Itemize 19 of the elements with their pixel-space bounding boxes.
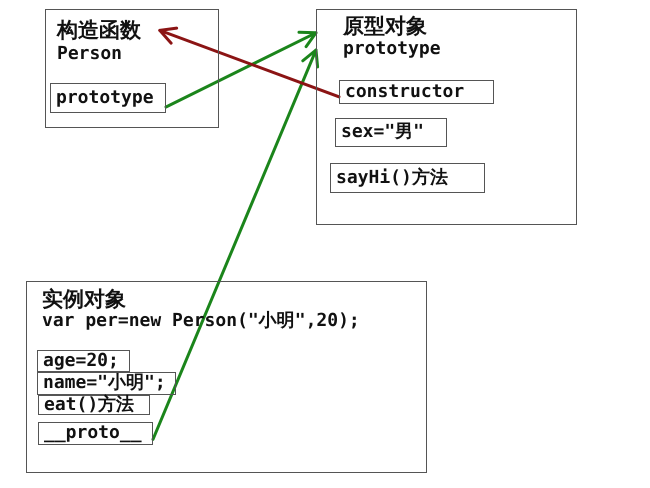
property-box: age=20; [37, 350, 130, 372]
arrow [164, 30, 318, 108]
property-box: prototype [50, 83, 166, 113]
property-box: sex="男" [335, 118, 447, 147]
object-box [26, 281, 427, 473]
subtitle: Person [57, 44, 122, 65]
property-box: name="小明"; [37, 372, 176, 395]
property-box: sayHi()方法 [330, 163, 485, 193]
property-box: __proto__ [38, 422, 153, 445]
heading: 原型对象 [343, 14, 427, 38]
heading: 构造函数 [57, 18, 141, 42]
subtitle: prototype [343, 39, 441, 60]
property-box: constructor [339, 80, 494, 104]
property-box: eat()方法 [38, 395, 150, 415]
object-box [316, 9, 577, 225]
heading: 实例对象 [42, 287, 126, 312]
object-box [45, 9, 219, 128]
arrow [158, 26, 340, 98]
arrow [152, 48, 320, 441]
